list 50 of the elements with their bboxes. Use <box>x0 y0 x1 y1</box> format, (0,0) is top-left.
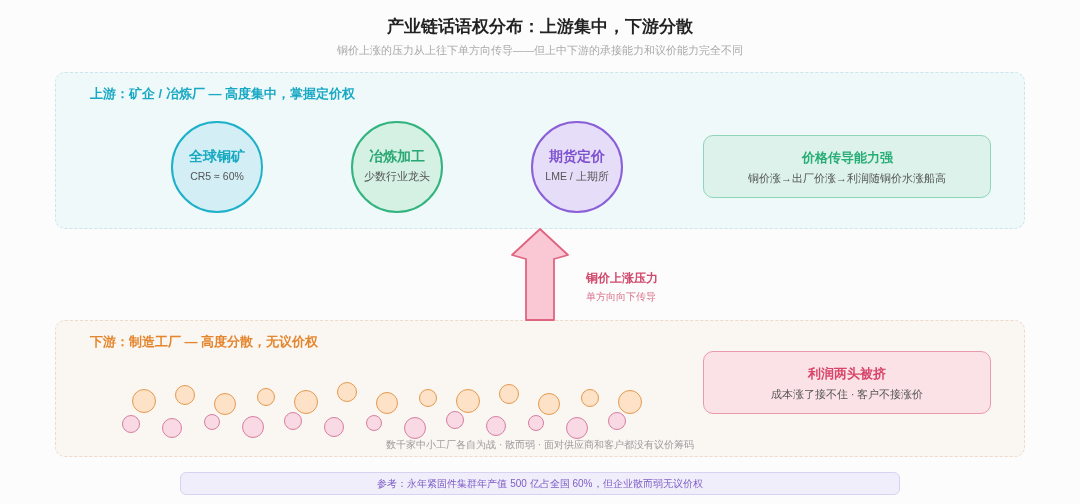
small-circle <box>456 389 480 413</box>
small-circle <box>498 384 519 404</box>
circle-title: 冶炼加工 <box>369 147 425 166</box>
small-circle <box>174 385 195 405</box>
panel-heading: 下游：制造工厂 — 高度分散，无议价权 <box>90 333 319 351</box>
card-text: 成本涨了接不住 · 客户不接涨价 <box>770 386 924 402</box>
small-circle <box>132 389 156 413</box>
small-circle <box>366 415 382 431</box>
small-circle <box>294 390 318 414</box>
small-circle <box>418 389 437 407</box>
small-circle <box>528 415 544 431</box>
block-arrow <box>511 228 569 321</box>
panel-caption: 数千家中小工厂各自为战 · 散而弱 · 面对供应商和客户都没有议价筹码 <box>385 438 695 452</box>
small-circle <box>323 417 344 437</box>
reference-box <box>180 472 900 495</box>
card-title: 利润两头被挤 <box>808 364 886 383</box>
small-circle <box>161 418 182 438</box>
small-circle <box>446 411 464 429</box>
small-circle <box>618 390 642 414</box>
small-circle <box>122 415 140 433</box>
reference-note: 参考：永年紧固件集群年产值 500 亿占全国 60%，但企业散而弱无议价权 <box>377 476 703 491</box>
small-circle <box>580 389 599 407</box>
circle-subtitle: 少数行业龙头 <box>364 169 430 184</box>
small-circle <box>256 388 275 406</box>
small-circle <box>376 392 398 414</box>
circle-title: 全球铜矿 <box>189 147 245 166</box>
small-circle <box>565 417 588 439</box>
arrow-note: 单方向向下传导 <box>586 290 656 304</box>
small-circle <box>336 382 357 402</box>
edge-label: 铜价上涨压力 <box>584 270 660 287</box>
small-circle <box>403 417 426 439</box>
circle-title: 期货定价 <box>549 147 605 166</box>
diagram-title: 产业链话语权分布：上游集中，下游分散 <box>386 16 694 38</box>
small-circle <box>204 414 220 430</box>
dashed-panel <box>55 72 1025 229</box>
small-circle <box>214 393 236 415</box>
info-card <box>703 351 991 414</box>
panel-heading: 上游：矿企 / 冶炼厂 — 高度集中，掌握定价权 <box>90 85 356 103</box>
small-circle <box>485 416 506 436</box>
dashed-panel <box>55 320 1025 457</box>
circle-subtitle: CR5 ≈ 60% <box>190 169 244 184</box>
small-circle <box>538 393 560 415</box>
small-circle <box>241 416 264 438</box>
small-circle <box>608 412 626 430</box>
card-text: 铜价涨→出厂价涨→利润随铜价水涨船高 <box>748 170 946 186</box>
small-circle <box>284 412 302 430</box>
subtitle: 铜价上涨的压力从上往下单方向传导——但上中下游的承接能力和议价能力完全不同 <box>336 43 744 57</box>
info-card <box>703 135 991 198</box>
card-title: 价格传导能力强 <box>801 148 893 167</box>
circle-subtitle: LME / 上期所 <box>545 169 609 184</box>
